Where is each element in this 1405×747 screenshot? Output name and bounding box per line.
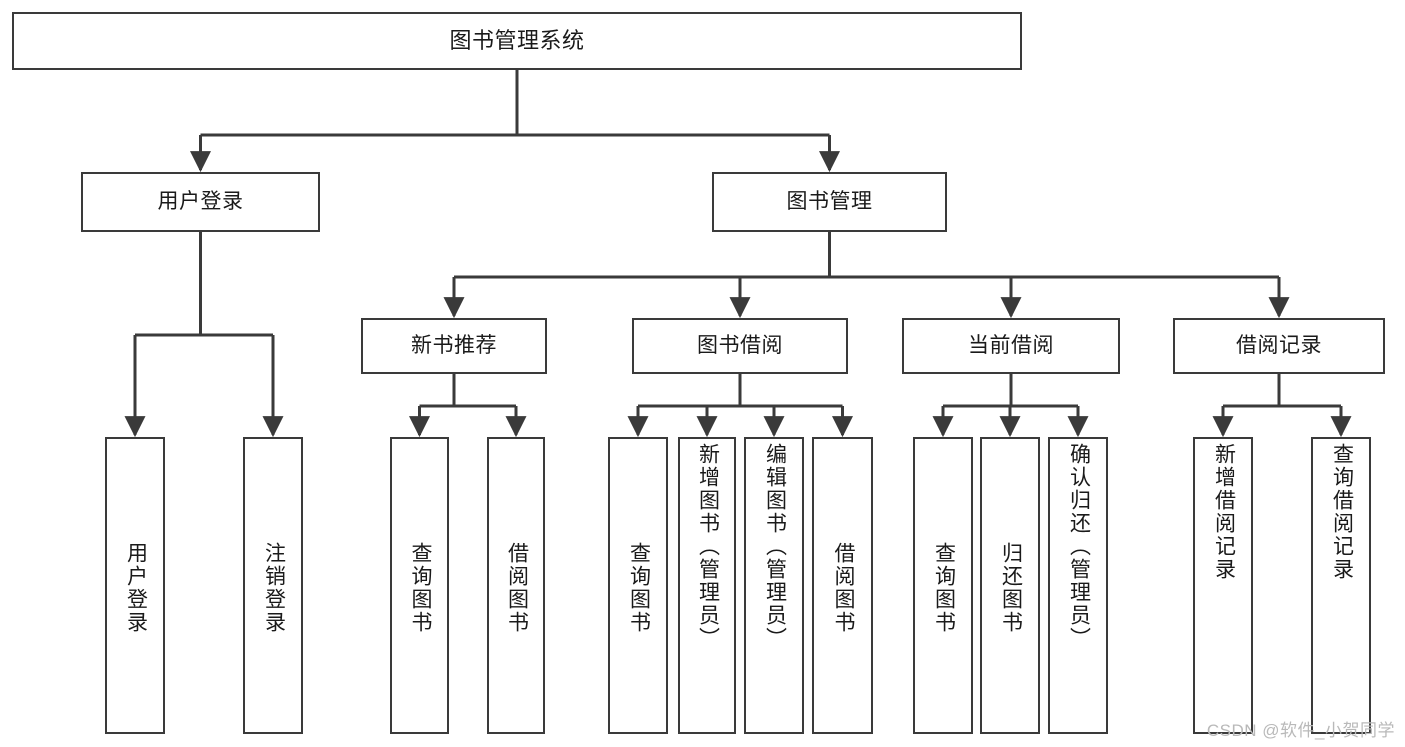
node-leaf-user-login[interactable]: 用户登录 bbox=[105, 437, 165, 734]
node-leaf-query-book-new[interactable]: 查询图书 bbox=[390, 437, 449, 734]
node-leaf-edit-book-admin[interactable]: 编辑图书（管理员） bbox=[744, 437, 804, 734]
node-leaf-query-book-borrow[interactable]: 查询图书 bbox=[608, 437, 668, 734]
node-book-management[interactable]: 图书管理 bbox=[712, 172, 947, 232]
node-root-system[interactable]: 图书管理系统 bbox=[12, 12, 1022, 70]
node-leaf-query-book-current[interactable]: 查询图书 bbox=[913, 437, 973, 734]
node-leaf-confirm-return-admin[interactable]: 确认归还（管理员） bbox=[1048, 437, 1108, 734]
node-new-book-recommend[interactable]: 新书推荐 bbox=[361, 318, 547, 374]
node-current-borrow[interactable]: 当前借阅 bbox=[902, 318, 1120, 374]
node-book-borrow[interactable]: 图书借阅 bbox=[632, 318, 848, 374]
node-leaf-add-book-admin[interactable]: 新增图书（管理员） bbox=[678, 437, 736, 734]
node-user-login[interactable]: 用户登录 bbox=[81, 172, 320, 232]
node-leaf-borrow-book[interactable]: 借阅图书 bbox=[812, 437, 873, 734]
node-leaf-return-book[interactable]: 归还图书 bbox=[980, 437, 1040, 734]
node-borrow-record[interactable]: 借阅记录 bbox=[1173, 318, 1385, 374]
node-leaf-logout[interactable]: 注销登录 bbox=[243, 437, 303, 734]
node-leaf-add-borrow-record[interactable]: 新增借阅记录 bbox=[1193, 437, 1253, 734]
node-leaf-query-borrow-record[interactable]: 查询借阅记录 bbox=[1311, 437, 1371, 734]
node-leaf-borrow-book-new[interactable]: 借阅图书 bbox=[487, 437, 545, 734]
edge-group bbox=[124, 70, 1352, 438]
watermark-credit: CSDN @软件_小贺同学 bbox=[1206, 721, 1395, 740]
